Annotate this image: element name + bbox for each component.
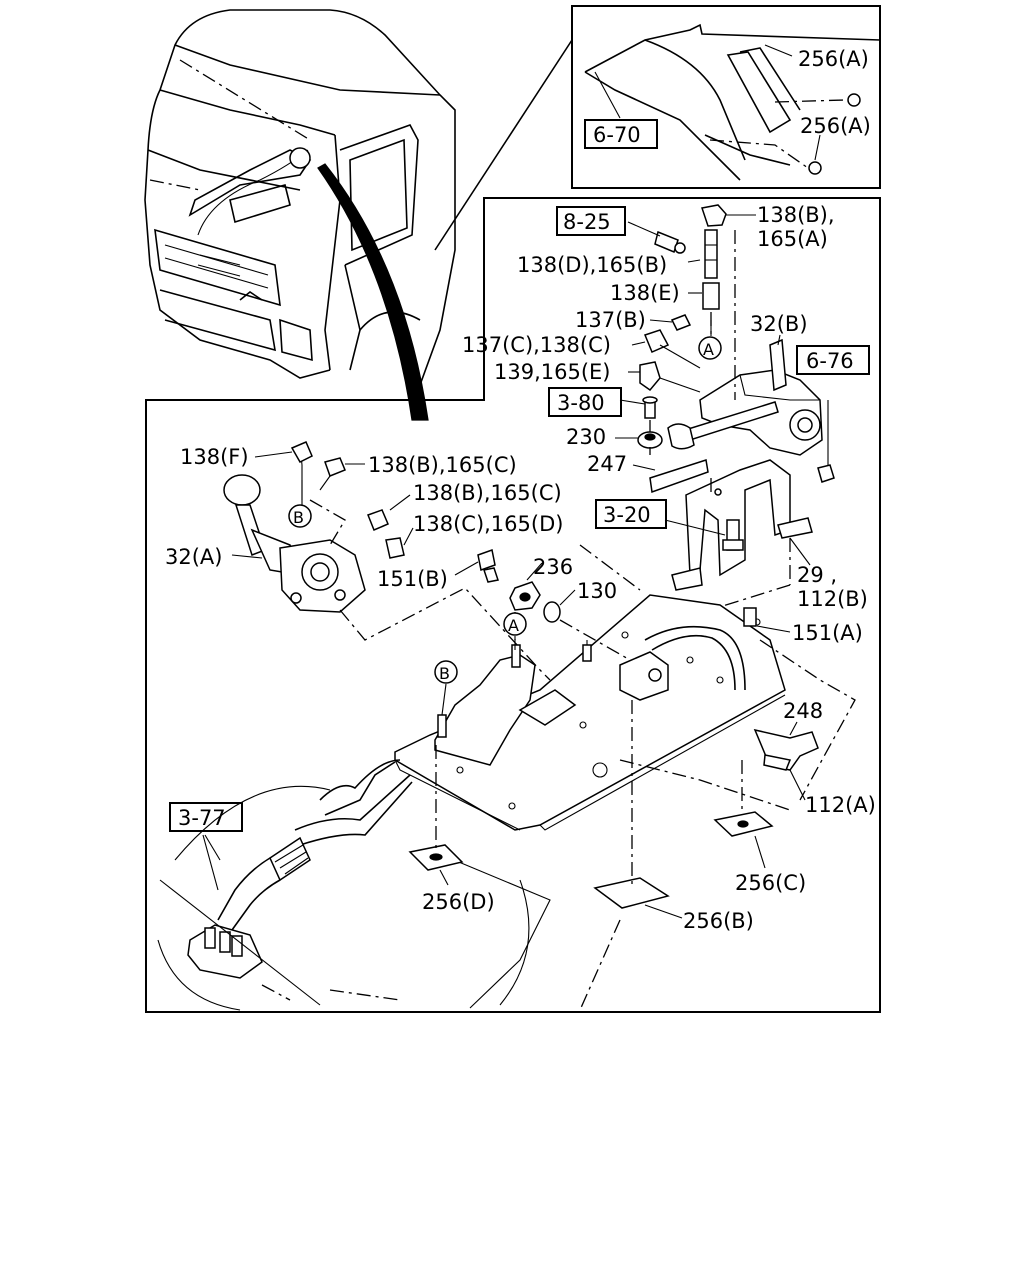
callout-151a: 151(A)	[792, 621, 863, 645]
marker-b-left: B	[288, 504, 312, 528]
ref-box-6-76	[796, 345, 870, 375]
main-frame	[145, 197, 881, 1013]
svg-text:B: B	[439, 664, 450, 683]
ref-label-8-25: 8-25	[563, 210, 611, 234]
callout-247: 247	[587, 452, 627, 476]
callout-112b: 112(B)	[797, 587, 868, 611]
callout-112a: 112(A)	[805, 793, 876, 817]
inset-box	[571, 5, 881, 189]
ref-label-6-76: 6-76	[806, 349, 854, 373]
callout-236: 236	[533, 555, 573, 579]
callout-151b: 151(B)	[377, 567, 448, 591]
ref-label-3-80: 3-80	[557, 391, 605, 415]
callout-138b-165a-line2: 165(A)	[757, 227, 828, 251]
callout-256a-2: 256(A)	[800, 114, 871, 138]
valve-components	[627, 204, 835, 611]
zoom-line	[434, 39, 573, 251]
callout-138b-165a-line1: 138(B),	[757, 203, 835, 227]
zoom-wedge	[317, 163, 429, 421]
callout-130: 130	[577, 579, 617, 603]
ref-box-6-70	[584, 119, 658, 149]
svg-text:A: A	[508, 616, 519, 635]
callout-137b: 137(B)	[575, 308, 646, 332]
callout-256c: 256(C)	[735, 871, 806, 895]
washer-256b	[593, 877, 670, 909]
ref-box-8-25	[556, 206, 626, 236]
valve-32a	[223, 441, 551, 681]
callout-139-165e: 139,165(E)	[494, 360, 611, 384]
ref-box-3-20	[595, 499, 667, 529]
callout-138c-165d: 138(C),165(D)	[413, 512, 563, 536]
hose-and-floor	[157, 759, 621, 1011]
marker-a-upper: A	[698, 336, 722, 360]
ref-box-3-77	[169, 802, 243, 832]
callout-138d-165b: 138(D),165(B)	[517, 253, 667, 277]
ref-label-3-77: 3-77	[178, 806, 226, 830]
callout-32a: 32(A)	[165, 545, 222, 569]
callout-138b-165c-1: 138(B),165(C)	[368, 453, 517, 477]
callout-29: 29 ,	[797, 563, 837, 587]
svg-text:A: A	[703, 340, 714, 359]
leader-lines	[202, 259, 829, 919]
callout-32b: 32(B)	[750, 312, 808, 336]
truck-cab-illustration	[144, 9, 456, 386]
callout-138b-165c-2: 138(B),165(C)	[413, 481, 562, 505]
marker-b-plate: B	[434, 660, 458, 684]
callout-256b: 256(B)	[683, 909, 754, 933]
callout-256d: 256(D)	[422, 890, 495, 914]
callout-137c-138c: 137(C),138(C)	[462, 333, 611, 357]
callout-230: 230	[566, 425, 606, 449]
ref-box-3-80	[548, 387, 622, 417]
callout-138e: 138(E)	[610, 281, 680, 305]
svg-text:B: B	[293, 508, 304, 527]
ref-label-3-20: 3-20	[603, 503, 651, 527]
callout-256a-1: 256(A)	[798, 47, 869, 71]
callout-138f: 138(F)	[180, 445, 249, 469]
callout-248: 248	[783, 699, 823, 723]
ref-label-6-70: 6-70	[593, 123, 641, 147]
marker-a-plate: A	[503, 612, 527, 636]
base-plate	[394, 549, 819, 831]
